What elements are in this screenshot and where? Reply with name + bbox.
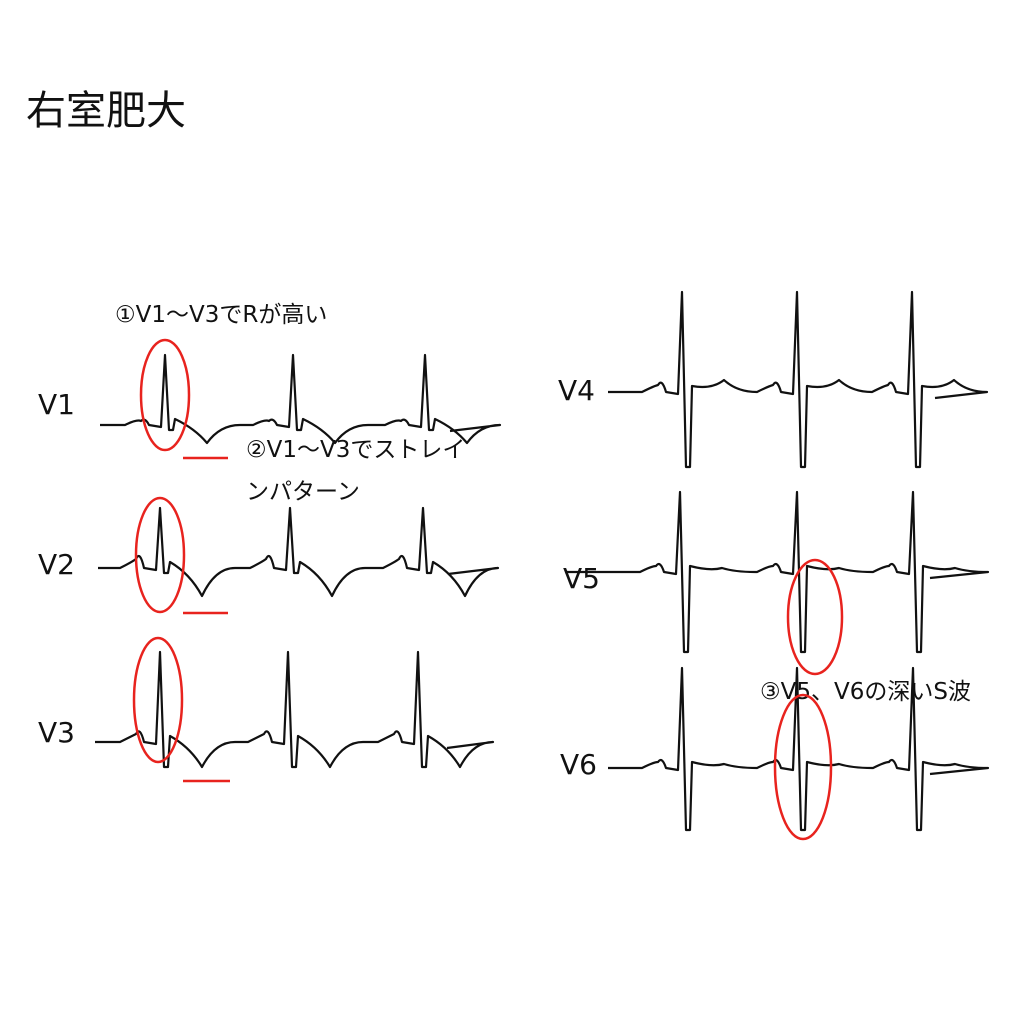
annotation-tall-r: ①V1～V3でRが高い xyxy=(115,302,328,328)
highlight-ellipse-v1 xyxy=(139,338,191,452)
highlight-ellipse-v2 xyxy=(134,496,186,614)
ecg-trace-v5 xyxy=(565,490,990,654)
highlight-ellipse-v6 xyxy=(773,693,833,841)
lead-label-v1: V1 xyxy=(38,388,75,421)
ecg-trace-v2 xyxy=(98,506,500,598)
annotation-strain-line1: ②V1～V3でストレイ xyxy=(246,437,466,463)
ecg-trace-v4 xyxy=(608,290,989,469)
highlight-ellipse-v3 xyxy=(132,636,184,764)
lead-label-v2: V2 xyxy=(38,548,75,581)
ecg-trace-v6 xyxy=(608,666,990,832)
lead-label-v5: V5 xyxy=(563,562,600,595)
annotation-strain-line2: ンパターン xyxy=(246,479,360,505)
highlight-ellipse-v5 xyxy=(786,558,844,676)
ecg-trace-v3 xyxy=(95,650,495,769)
lead-label-v6: V6 xyxy=(560,748,597,781)
lead-label-v4: V4 xyxy=(558,374,595,407)
lead-label-v3: V3 xyxy=(38,716,75,749)
page-title: 右室肥大 xyxy=(26,88,186,134)
ecg-trace-v1 xyxy=(100,353,502,445)
